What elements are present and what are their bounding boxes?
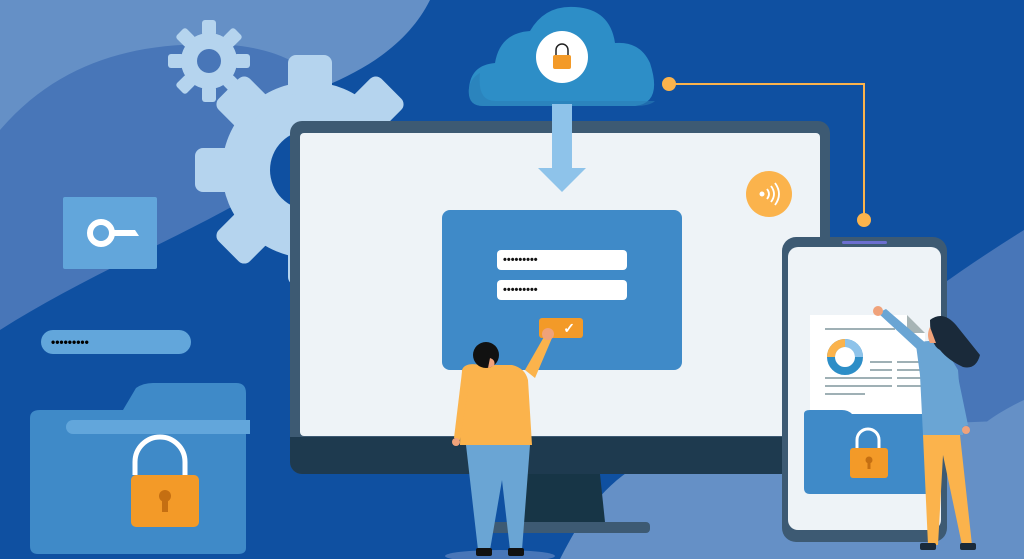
woman-figure xyxy=(873,306,980,559)
small-gear-icon xyxy=(168,20,250,102)
password-pill: ••••••••• xyxy=(41,330,191,354)
padlock-icon xyxy=(850,427,888,478)
phone-speaker xyxy=(842,241,887,244)
connector-line xyxy=(662,77,871,227)
username-field[interactable]: ••••••••• xyxy=(497,250,627,270)
padlock-icon xyxy=(553,43,571,69)
download-arrow-icon xyxy=(538,104,586,192)
monitor-bezel-bottom xyxy=(290,437,830,474)
login-panel: ••••••••• ••••••••• ✓ xyxy=(442,210,682,370)
man-figure xyxy=(445,328,555,559)
username-field-value: ••••••••• xyxy=(503,254,538,266)
padlock-icon xyxy=(131,434,199,527)
locked-folder-left xyxy=(30,383,250,554)
password-field-value: ••••••••• xyxy=(503,284,538,296)
password-pill-value: ••••••••• xyxy=(51,335,89,349)
locked-folder-phone xyxy=(804,410,932,494)
cloud xyxy=(468,6,655,106)
key-icon xyxy=(87,219,139,247)
key-card xyxy=(63,197,157,269)
report-document xyxy=(810,315,925,415)
checkmark-icon: ✓ xyxy=(563,319,575,336)
contactless-icon xyxy=(746,171,792,217)
donut-chart-icon xyxy=(827,339,863,375)
password-field[interactable]: ••••••••• xyxy=(497,280,627,300)
